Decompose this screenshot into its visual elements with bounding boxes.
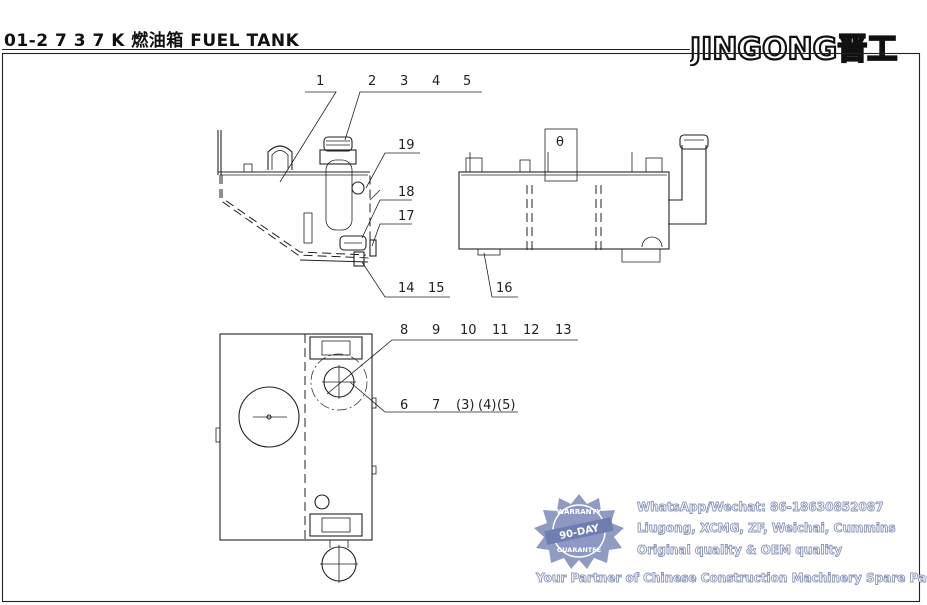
callout-12: 12 <box>523 323 540 338</box>
callout-19: 19 <box>398 138 415 153</box>
callout-3-ref: (3) <box>456 398 474 413</box>
callout-9: 9 <box>432 323 440 338</box>
watermark-quality: Original quality & OEM quality <box>637 543 843 558</box>
callout-10: 10 <box>460 323 477 338</box>
callout-2: 2 <box>368 74 376 89</box>
callout-5: 5 <box>463 74 471 89</box>
watermark-brands: Liugong, XCMG, ZF, Weichai, Cummins <box>637 521 897 536</box>
warranty-badge: WARRANTY 90-DAY GUARANTEE <box>534 494 624 569</box>
callout-15: 15 <box>428 281 445 296</box>
leader-lines <box>279 91 578 413</box>
callout-labels: 1 2 3 4 5 19 18 17 14 15 16 8 9 10 11 12… <box>316 74 572 413</box>
badge-bottom-text: GUARANTEE <box>557 546 601 554</box>
drawing-frame <box>1 52 921 603</box>
callout-16: 16 <box>496 281 513 296</box>
callout-5-ref: (5) <box>497 398 515 413</box>
logo-text: JINGONG晋工 <box>690 32 897 66</box>
watermark-tagline: Your Partner of Chinese Construction Mac… <box>536 571 927 586</box>
callout-8: 8 <box>400 323 408 338</box>
callout-17: 17 <box>398 209 415 224</box>
page-title: 01-2 7 3 7 K 燃油箱 FUEL TANK <box>4 31 300 51</box>
badge-top-text: WARRANTY <box>557 508 603 516</box>
callout-18: 18 <box>398 185 415 200</box>
callout-3: 3 <box>400 74 408 89</box>
callout-14: 14 <box>398 281 415 296</box>
callout-4-ref: (4) <box>478 398 496 413</box>
top-view <box>215 333 377 583</box>
callout-11: 11 <box>492 323 509 338</box>
callout-7: 7 <box>432 398 440 413</box>
callout-6: 6 <box>400 398 408 413</box>
callout-13: 13 <box>555 323 572 338</box>
front-view <box>217 130 381 267</box>
brand-logo: JINGONG晋工 <box>690 31 898 66</box>
watermark-contact: WhatsApp/Wechat: 86-18630852087 <box>637 500 884 515</box>
callout-1: 1 <box>316 74 324 89</box>
callout-4: 4 <box>432 74 440 89</box>
side-view: θ <box>458 128 709 263</box>
theta-symbol: θ <box>556 135 564 150</box>
